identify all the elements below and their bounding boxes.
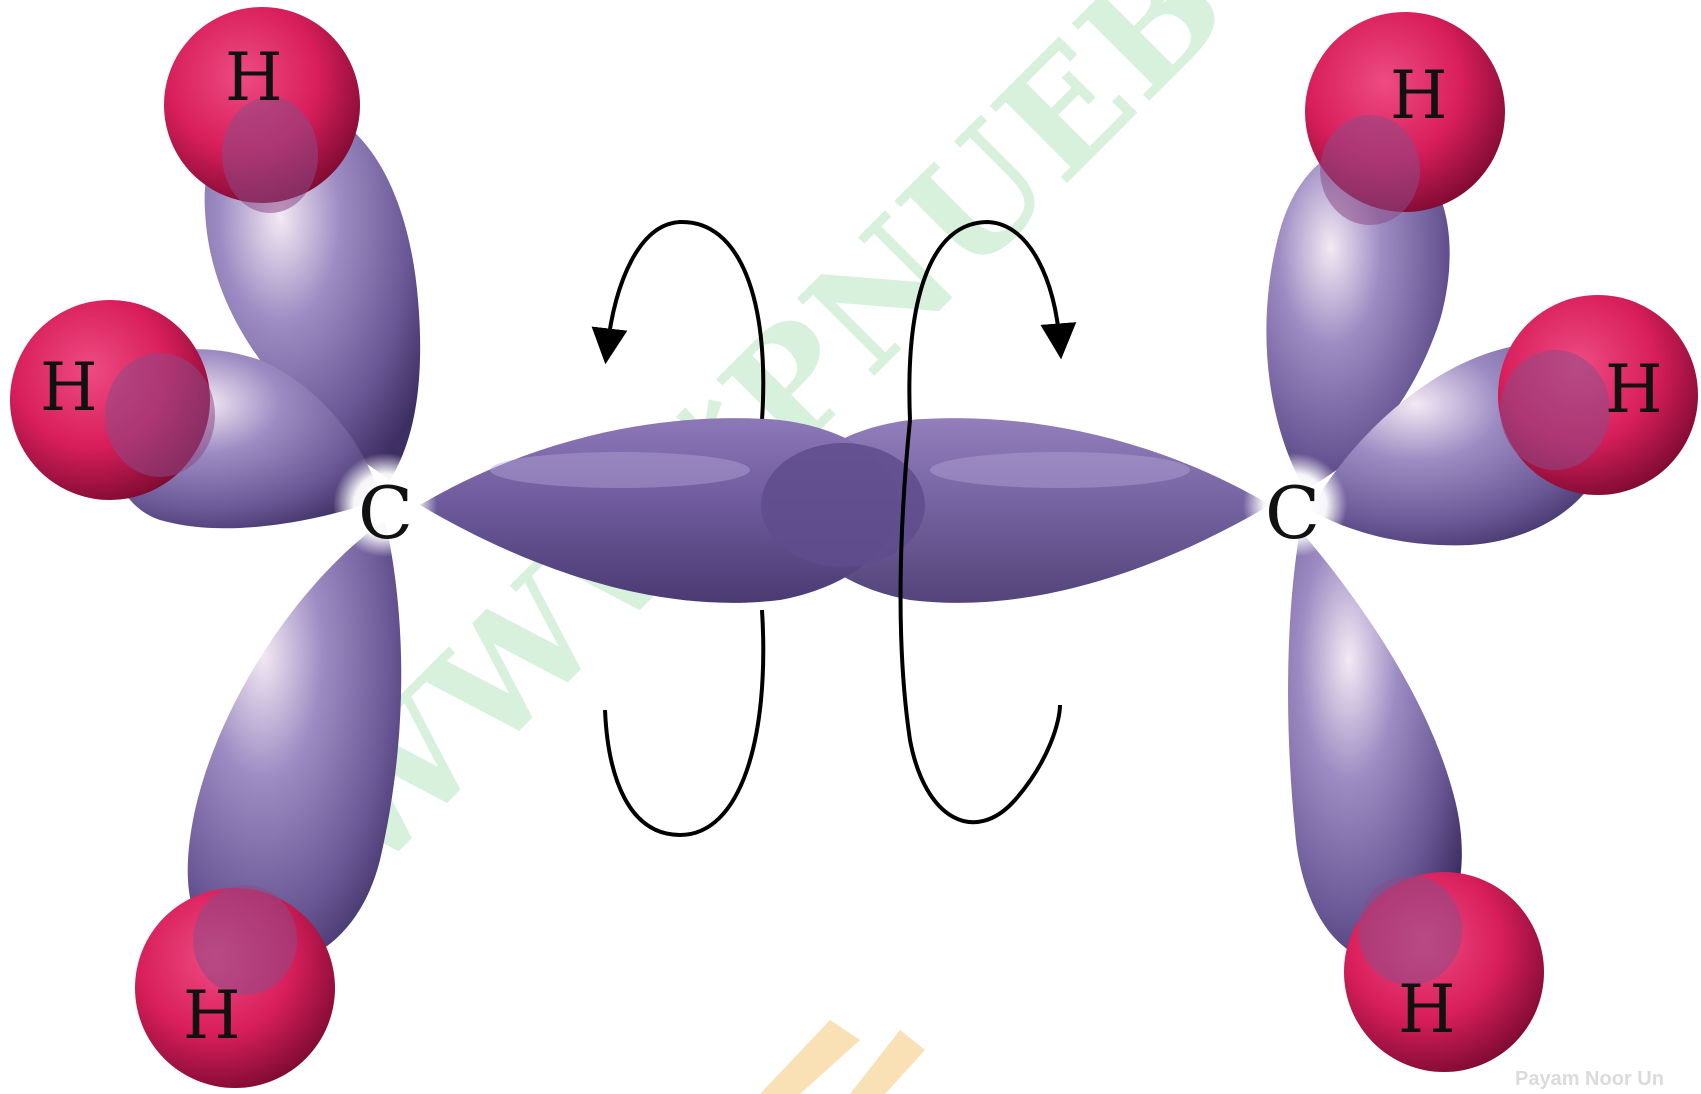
- sigma-highlight: [490, 452, 750, 488]
- right-sigma-lobe: [790, 418, 1270, 603]
- left-upper-overlap: [222, 97, 318, 213]
- right-upper-orbital: [1266, 143, 1450, 490]
- corner-logo-shape: [760, 1020, 925, 1094]
- sigma-overlap-region: [761, 443, 925, 567]
- right-middle-overlap: [1500, 350, 1610, 470]
- right-carbon-group: H H H: [1266, 12, 1698, 1072]
- hydrogen-label: H: [1605, 351, 1663, 428]
- left-carbon-label: C: [358, 471, 413, 555]
- rotation-arrows-back: [591, 219, 1077, 421]
- sigma-highlight: [930, 452, 1190, 488]
- hydrogen-label: H: [183, 977, 241, 1054]
- corner-watermark: Payam Noor Un: [760, 1020, 1664, 1094]
- left-middle-overlap: [105, 353, 215, 477]
- right-lower-orbital: [1288, 530, 1462, 961]
- right-carbon-glow: [1243, 453, 1347, 557]
- left-carbon-group: H H H: [10, 7, 421, 1088]
- left-carbon-glow: [333, 453, 437, 557]
- hydrogen-label: H: [1390, 57, 1448, 134]
- right-rotation-arrow-back: [907, 219, 1077, 421]
- right-carbon-label: C: [1265, 471, 1320, 555]
- corner-watermark-text: Payam Noor Un: [1515, 1068, 1664, 1090]
- hydrogen-label: H: [1398, 971, 1456, 1048]
- right-upper-overlap: [1320, 115, 1420, 225]
- left-rotation-arrow-back: [591, 219, 766, 421]
- left-lower-overlap: [193, 885, 297, 995]
- left-rotation-arrow-front: [603, 609, 766, 838]
- left-sigma-lobe: [420, 418, 900, 603]
- right-rotation-arrow-front: [898, 419, 1062, 825]
- hydrogen-label: H: [40, 349, 98, 426]
- carbon-atoms: C C: [333, 453, 1347, 557]
- left-lower-orbital: [187, 520, 402, 966]
- right-lower-overlap: [1358, 875, 1462, 985]
- sigma-bond: [420, 418, 1270, 603]
- hydrogen-label: H: [225, 39, 283, 116]
- rotation-arrows-front: [603, 419, 1062, 838]
